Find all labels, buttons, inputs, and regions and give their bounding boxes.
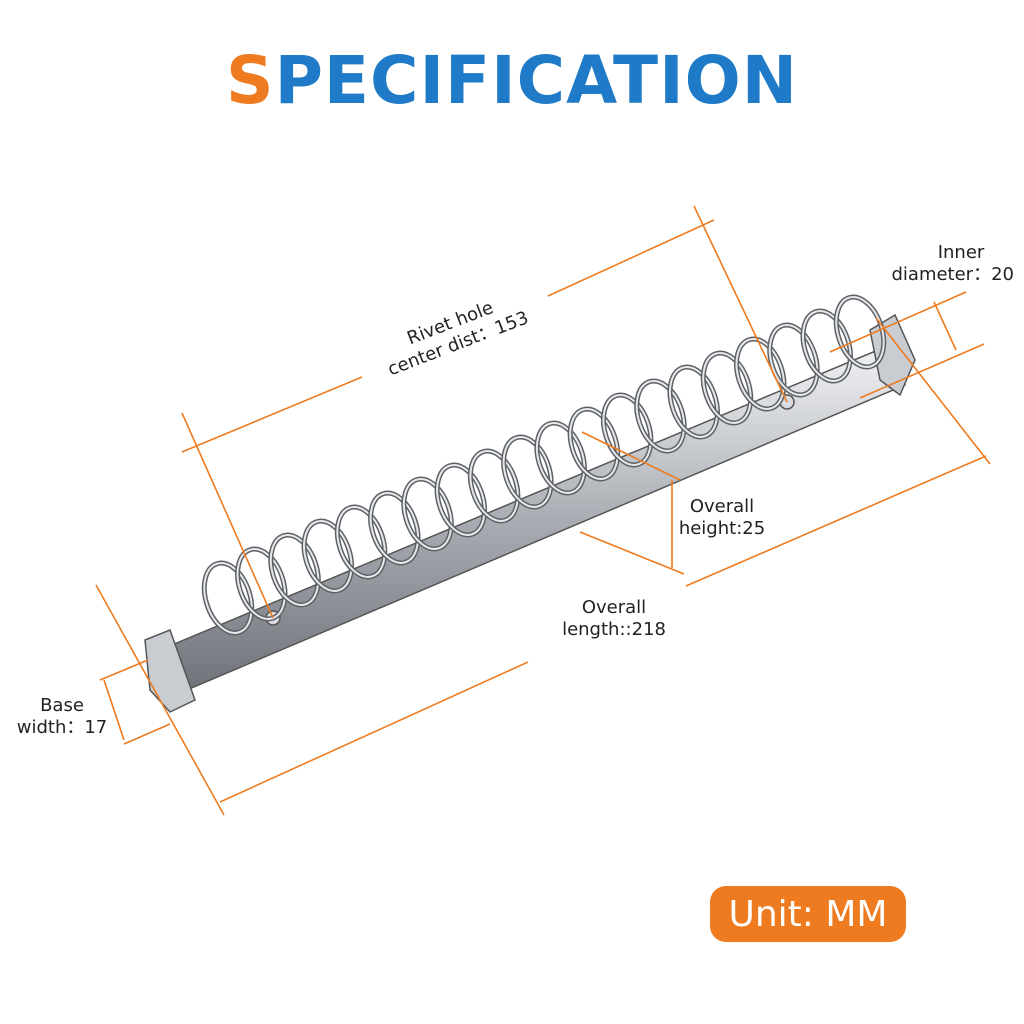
page-title: SPECIFICATION bbox=[0, 48, 1024, 114]
binder-ring-highlight bbox=[602, 394, 652, 466]
binder-ring-highlight bbox=[702, 352, 752, 424]
height-ext-top bbox=[581, 431, 681, 481]
base-width-label: Base width：17 bbox=[8, 695, 116, 739]
length-label-line1: Overall bbox=[581, 597, 647, 618]
title-first-letter: S bbox=[226, 42, 275, 119]
binder-ring-highlight bbox=[668, 366, 719, 438]
binder-ring-highlight bbox=[369, 492, 420, 564]
inner-label-line2: diameter：20 bbox=[891, 264, 1014, 285]
overall-height-label: Overall height:25 bbox=[672, 496, 772, 540]
base-dim-line bbox=[103, 679, 125, 741]
title-rest: PECIFICATION bbox=[274, 42, 798, 119]
rivet-dim-line-a bbox=[181, 376, 363, 453]
binder-ring-highlight bbox=[436, 464, 486, 536]
rivet-dim-line-b bbox=[547, 219, 715, 297]
length-ext-left bbox=[95, 584, 225, 816]
binder-ring-highlight bbox=[768, 324, 819, 396]
binder-ring-highlight bbox=[269, 534, 320, 606]
binder-ring-highlight bbox=[469, 450, 519, 522]
binder-ring-highlight bbox=[635, 380, 686, 452]
base-label-line2: width：17 bbox=[16, 717, 108, 738]
base-label-line1: Base bbox=[40, 695, 84, 716]
rivet-ext-right bbox=[693, 205, 788, 403]
inner-dim-line bbox=[933, 301, 957, 351]
binder-ring-highlight bbox=[802, 310, 852, 382]
height-label-line2: height:25 bbox=[678, 518, 766, 539]
base-ext-bottom bbox=[123, 723, 171, 745]
length-label-line2: length::218 bbox=[562, 619, 666, 640]
unit-badge: Unit: MM bbox=[710, 886, 906, 942]
overall-length-label: Overall length::218 bbox=[552, 597, 676, 641]
inner-diameter-label: Inner diameter：20 bbox=[868, 242, 1014, 286]
binder-ring-highlight bbox=[203, 562, 253, 634]
binder-ring-highlight bbox=[336, 506, 386, 578]
length-dim-line-b bbox=[685, 455, 987, 587]
binder-ring-highlight bbox=[303, 520, 353, 592]
binder-ring-highlight bbox=[735, 338, 785, 410]
length-dim-line-a bbox=[219, 661, 529, 803]
length-ext-right bbox=[875, 317, 991, 465]
binder-ring-highlight bbox=[402, 478, 453, 550]
height-label-line1: Overall bbox=[689, 496, 755, 517]
base-ext-top bbox=[99, 659, 149, 681]
dimension-lines bbox=[95, 205, 991, 816]
rivet-ext-left bbox=[181, 412, 274, 619]
binder-rings bbox=[201, 294, 887, 636]
height-ext-bottom bbox=[579, 531, 685, 575]
inner-ext-bottom bbox=[859, 343, 985, 399]
inner-label-line1: Inner bbox=[937, 242, 985, 263]
inner-ext-top bbox=[829, 291, 967, 353]
binder-ring-highlight bbox=[535, 422, 586, 494]
binder-ring-highlight bbox=[502, 436, 553, 508]
binder-ring-highlight bbox=[569, 408, 619, 480]
binder-mechanism bbox=[144, 294, 916, 713]
